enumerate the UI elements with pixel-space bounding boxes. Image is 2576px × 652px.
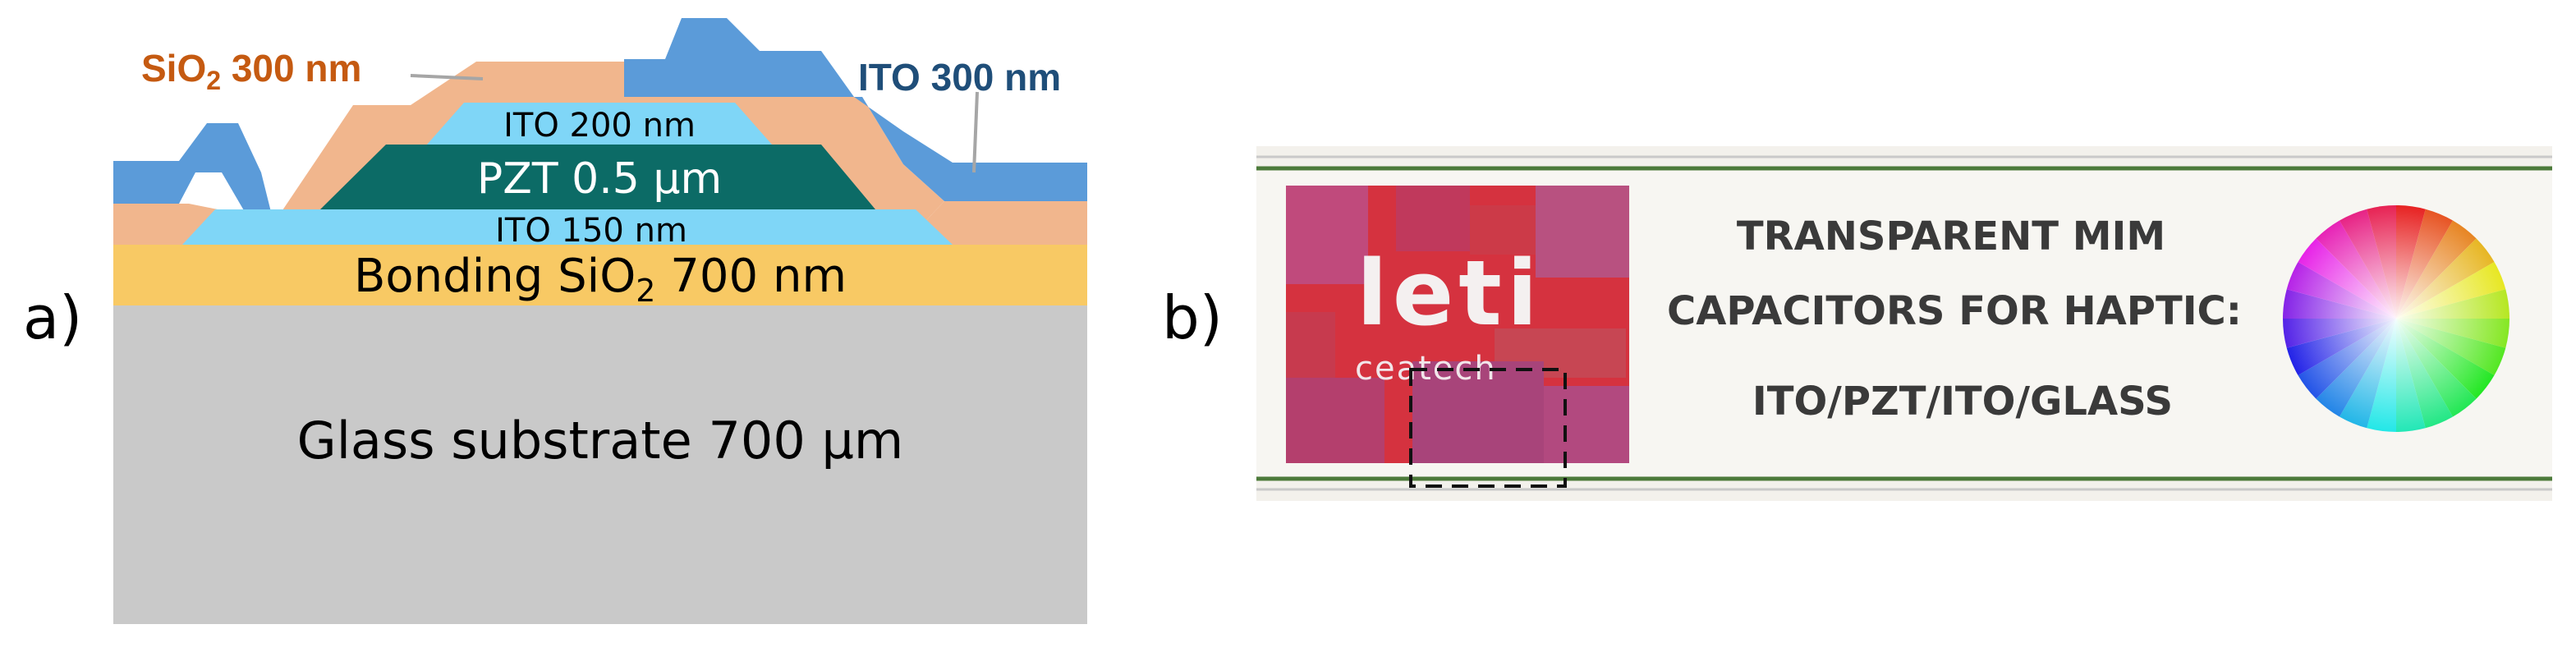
sio2-300-callout: SiO2 300 nm xyxy=(141,47,361,95)
color-wheel-icon xyxy=(2283,205,2509,432)
bonding-sio2-layer xyxy=(113,245,1087,305)
ito-300-left-top xyxy=(113,123,271,212)
ito-200-label: ITO 200 nm xyxy=(503,107,696,145)
ito-300-right xyxy=(624,18,1087,201)
panel-b-label: b) xyxy=(1162,283,1223,352)
pzt-label: PZT 0.5 µm xyxy=(477,154,722,204)
leti-logo-text: leti xyxy=(1357,241,1543,346)
glass-substrate-label: Glass substrate 700 µm xyxy=(297,411,904,471)
pzt-layer xyxy=(320,145,875,209)
sio2-passivation-right xyxy=(903,201,1087,245)
ito-300-callout: ITO 300 nm xyxy=(858,56,1061,99)
ito-150-layer xyxy=(182,209,953,245)
photo-text-line-1: TRANSPARENT MIM xyxy=(1737,214,2165,259)
ito-200-layer xyxy=(427,103,772,145)
dashed-region-box xyxy=(1409,368,1567,488)
ito-150-label: ITO 150 nm xyxy=(495,212,687,250)
photo-text-line-2: CAPACITORS FOR HAPTIC: xyxy=(1667,288,2242,334)
leti-logo: leti ceatech xyxy=(1286,186,1629,463)
ito-callout-line xyxy=(972,91,979,173)
photo-text-line-3: ITO/PZT/ITO/GLASS xyxy=(1752,379,2173,425)
color-wheel-highlight xyxy=(2283,205,2509,432)
bonding-sio2-label: Bonding SiO2 700 nm xyxy=(354,250,847,309)
sio2-callout-line xyxy=(410,74,484,80)
panel-a-label: a) xyxy=(23,283,82,352)
glass-substrate-layer xyxy=(113,305,1087,624)
